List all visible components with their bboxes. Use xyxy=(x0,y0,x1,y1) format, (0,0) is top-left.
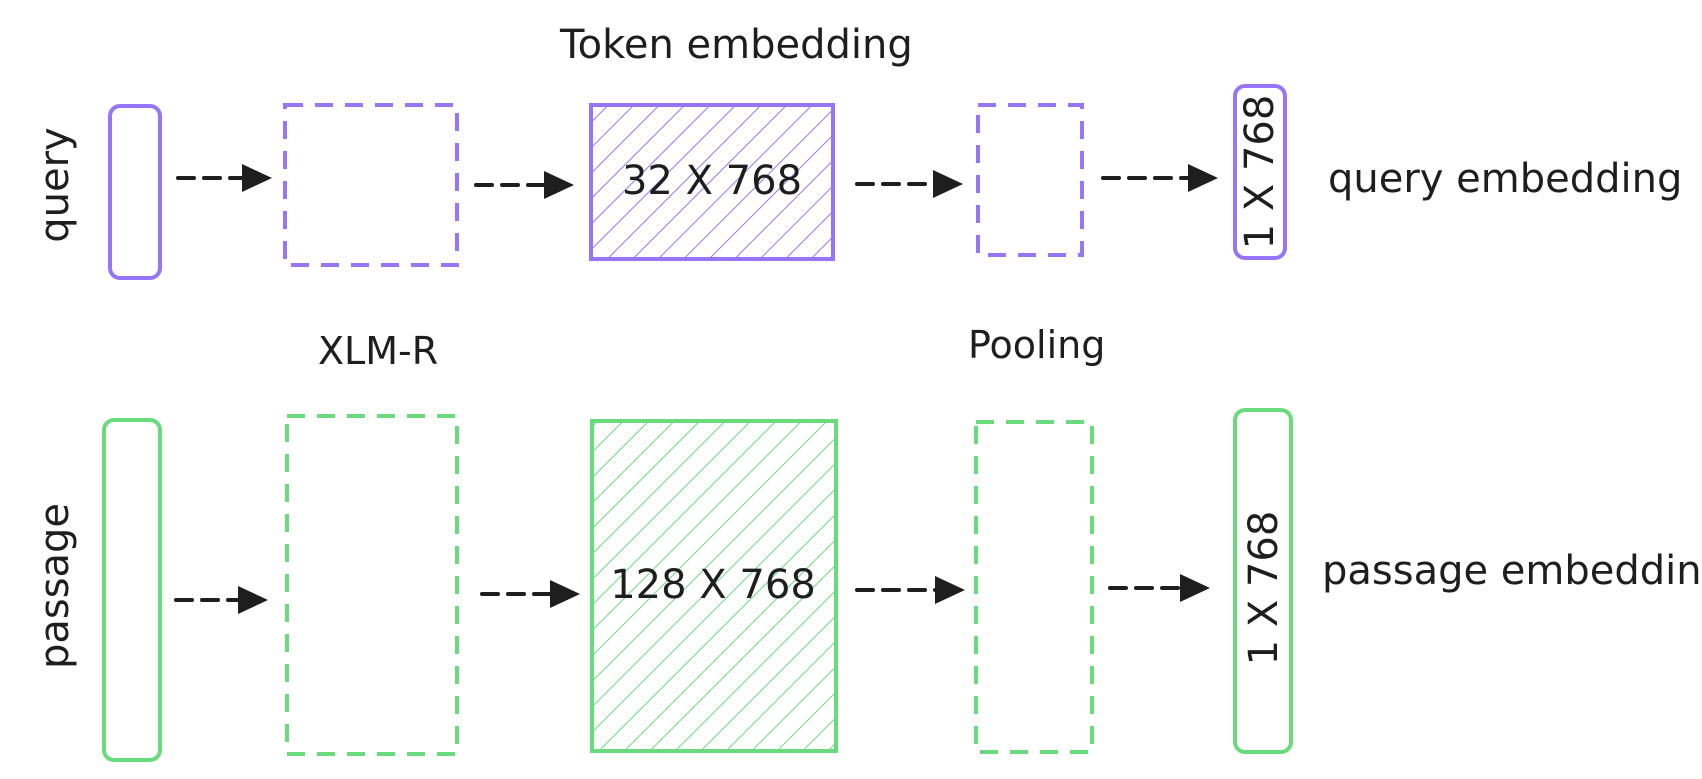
query-arrow-4 xyxy=(1101,164,1218,192)
xlm-r-label: XLM-R xyxy=(318,329,438,373)
pooling-label: Pooling xyxy=(968,323,1105,367)
query-pooling-box xyxy=(976,103,1084,257)
passage-arrow-4 xyxy=(1108,574,1210,602)
query-token-matrix-label: 32 X 768 xyxy=(622,158,802,204)
passage-token-matrix-label: 128 X 768 xyxy=(610,562,816,608)
passage-input-label: passage xyxy=(32,503,78,669)
query-output-vector-label: 1 X 768 xyxy=(1237,95,1283,250)
passage-output-box xyxy=(1233,408,1293,754)
passage-output-vector-label: 1 X 768 xyxy=(1241,511,1287,666)
query-input-label: query xyxy=(32,127,78,242)
passage-arrow-1 xyxy=(174,586,268,614)
query-arrow-1 xyxy=(176,164,272,192)
query-embedding-label: query embedding xyxy=(1328,156,1682,202)
query-row: query 32 X 768 1 X 768 query embedding xyxy=(32,84,1682,280)
query-xlm-r-box xyxy=(283,103,459,267)
query-token-embedding-box xyxy=(589,103,835,261)
query-output-box xyxy=(1233,84,1287,260)
passage-pooling-box xyxy=(974,420,1094,754)
query-arrow-2 xyxy=(474,171,574,199)
token-embedding-label: Token embedding xyxy=(559,22,913,68)
passage-token-embedding-box xyxy=(590,419,838,753)
passage-row: passage 128 X 768 1 X 768 passage embedd… xyxy=(32,408,1702,762)
passage-arrow-2 xyxy=(480,580,580,608)
passage-input-box xyxy=(102,418,162,762)
query-arrow-3 xyxy=(855,170,963,198)
passage-arrow-3 xyxy=(855,576,965,604)
query-input-box xyxy=(108,104,162,280)
passage-xlm-r-box xyxy=(285,414,459,756)
passage-embedding-label: passage embedding xyxy=(1322,548,1702,594)
